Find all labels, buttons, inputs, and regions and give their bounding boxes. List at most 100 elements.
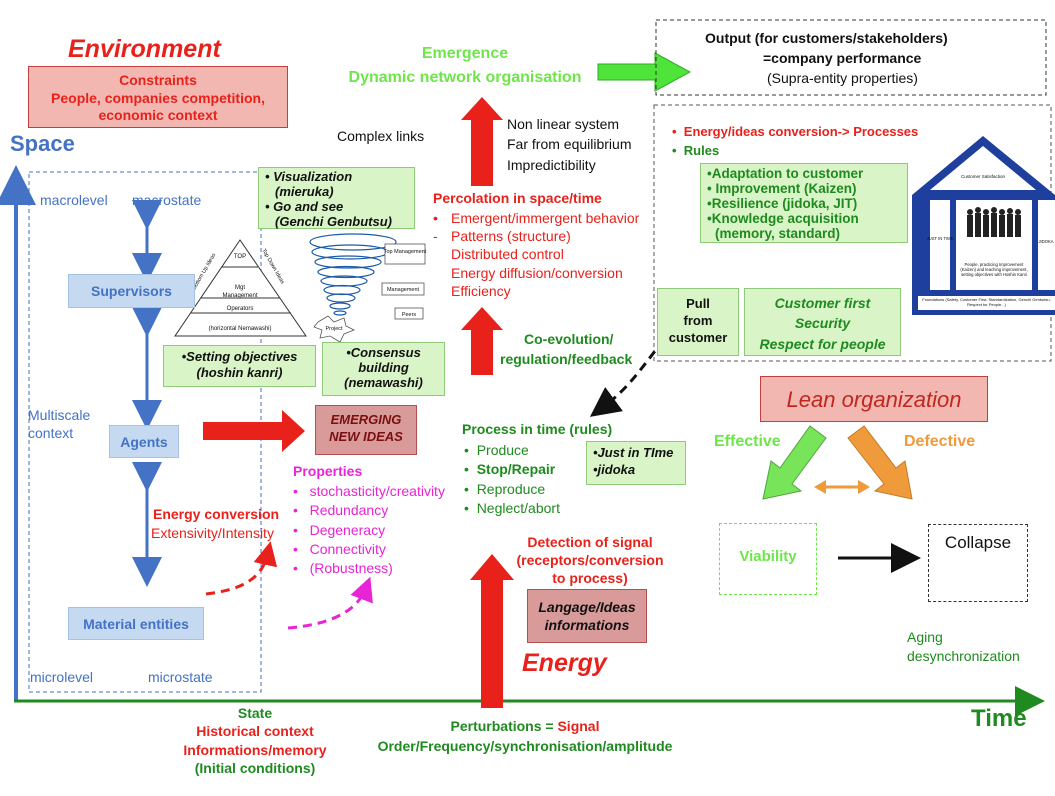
house-foundation-text: Foundations (Safety, Customer First, Sta… bbox=[922, 297, 1051, 307]
pull-line-2: from bbox=[683, 312, 713, 328]
percolation-bullet-2: - bbox=[433, 228, 438, 245]
effective-arrow bbox=[762, 425, 827, 500]
customer-first-box: Customer first Security Respect for peop… bbox=[744, 288, 901, 356]
time-label: Time bbox=[971, 705, 1027, 732]
perturbations-block: Perturbations = Signal Order/Frequency/s… bbox=[350, 717, 700, 756]
emergence-text: Emergence Dynamic network organisation bbox=[330, 42, 600, 90]
aging-text: Aging desynchronization bbox=[907, 628, 1020, 666]
output-line-3: (Supra-entity properties) bbox=[767, 70, 918, 86]
nonlinear-line-3: Impredictibility bbox=[507, 156, 596, 173]
energy-ideas-conversion: • Energy/ideas conversion-> Processes bbox=[672, 124, 919, 139]
microstate-label: microstate bbox=[148, 669, 213, 685]
space-label: Space bbox=[10, 131, 75, 156]
jit-box: •Just in TIme •jidoka bbox=[586, 441, 686, 485]
process-title: Process in time (rules) bbox=[462, 421, 613, 437]
rules-green-box: •Adaptation to customer • Improvement (K… bbox=[700, 163, 908, 243]
process-item-2: Stop/Repair bbox=[476, 461, 556, 478]
complex-links-label: Complex links bbox=[337, 128, 425, 144]
coevolution-line-1: Co-evolution/ bbox=[524, 331, 614, 347]
properties-list: • stochasticity/creativity • Redundancy … bbox=[293, 483, 445, 577]
detection-line-2: (receptors/conversion bbox=[516, 552, 664, 569]
emerging-line-2: NEW IDEAS bbox=[329, 428, 403, 444]
tornado-project: Project bbox=[325, 326, 343, 332]
jit-line-2: •jidoka bbox=[593, 461, 636, 477]
consensus-line-2: building bbox=[358, 359, 409, 375]
people-silhouettes bbox=[967, 207, 1021, 237]
langage-box: Langage/Ideas informations bbox=[527, 589, 647, 643]
energy-ideas-text: Energy/ideas conversion-> Processes bbox=[683, 124, 919, 139]
environment-title: Environment bbox=[68, 35, 221, 63]
property-item-4: Connectivity bbox=[309, 540, 386, 557]
state-block: State Historical context Informations/me… bbox=[140, 704, 370, 778]
effective-label: Effective bbox=[714, 433, 781, 450]
pyramid-horizontal: (horizontal Nemawashi) bbox=[208, 326, 271, 332]
aging-line-1: Aging bbox=[907, 629, 943, 645]
defective-arrow bbox=[847, 425, 913, 500]
emergence-line-1: Emergence bbox=[421, 45, 509, 62]
process-item-3: Reproduce bbox=[476, 480, 546, 497]
rule-item-2: • Improvement (Kaizen) bbox=[707, 181, 857, 197]
pyramid-mgt: Mgt bbox=[235, 285, 245, 291]
output-line-2: =company performance bbox=[763, 50, 922, 66]
pull-feedback-arrow bbox=[589, 316, 687, 417]
pull-box: Pull from customer bbox=[657, 288, 739, 356]
defective-label: Defective bbox=[904, 433, 976, 450]
detection-text: Detection of signal (receptors/conversio… bbox=[515, 533, 665, 588]
lean-house-diagram: Customer Satisfaction JUST IN TIME JIDOK… bbox=[912, 136, 1055, 315]
rule-item-1: •Adaptation to customer bbox=[707, 166, 864, 181]
properties-title: Properties bbox=[293, 463, 363, 479]
signal-label: Signal bbox=[557, 718, 600, 734]
setting-objectives-line-2: (hoshin kanri) bbox=[196, 364, 283, 380]
percolation-item-2: Patterns (structure) bbox=[451, 228, 571, 245]
lean-organization-box: Lean organization bbox=[760, 376, 988, 422]
setting-objectives-box: •Setting objectives (hoshin kanri) bbox=[163, 345, 316, 387]
coevolution-line-2: regulation/feedback bbox=[500, 350, 633, 367]
consensus-line-1: •Consensus bbox=[346, 345, 421, 360]
macrostate-label: macrostate bbox=[132, 192, 202, 208]
pyramid-management: Management bbox=[222, 293, 257, 299]
pyramid-operators: Operators bbox=[227, 306, 254, 312]
pull-line-1: Pull bbox=[686, 296, 710, 311]
house-left-pillar: JUST IN TIME bbox=[927, 236, 954, 241]
energy-label: Energy bbox=[522, 649, 607, 677]
pull-line-3: customer bbox=[668, 329, 728, 345]
house-roof-text: Customer Satisfaction bbox=[961, 174, 1006, 179]
nonlinear-line-1: Non linear system bbox=[507, 116, 620, 132]
output-panel bbox=[655, 19, 1047, 96]
constraints-line-3: economic context bbox=[98, 107, 218, 123]
agents-to-ideas-arrow bbox=[203, 410, 305, 452]
rule-item-5: (memory, standard) bbox=[715, 226, 841, 242]
order-frequency-line: Order/Frequency/synchronisation/amplitud… bbox=[377, 737, 673, 754]
energy-dashed-arrow bbox=[205, 541, 278, 596]
material-entities-box: Material entities bbox=[68, 607, 204, 640]
rules-text: Rules bbox=[683, 143, 720, 158]
supervisors-box: Supervisors bbox=[68, 274, 195, 308]
multiscale-line-1: Multiscale bbox=[28, 407, 91, 423]
emerging-line-1: EMERGING bbox=[330, 412, 402, 427]
visualization-item: Visualization bbox=[273, 169, 353, 184]
energy-conversion-label: Energy conversion bbox=[153, 506, 280, 522]
tornado-diagram: Top Management Management Peers Project bbox=[309, 233, 427, 343]
emergence-line-2: Dynamic network organisation bbox=[348, 69, 582, 86]
properties-dashed-arrow bbox=[287, 576, 373, 630]
coevolution-up-arrow bbox=[461, 307, 503, 375]
customer-first-line-2: Security bbox=[794, 315, 851, 332]
percolation-item-1: Emergent/immergent behavior bbox=[451, 210, 640, 226]
property-item-5: (Robustness) bbox=[309, 560, 393, 577]
percolation-bullet-1: • bbox=[433, 210, 438, 226]
property-item-3: Degeneracy bbox=[309, 521, 386, 538]
percolation-list: • Emergent/immergent behavior -Patterns (… bbox=[433, 209, 639, 300]
constraints-line-1: Constraints bbox=[119, 72, 197, 88]
consensus-box: •Consensus building (nemawashi) bbox=[322, 342, 445, 396]
property-item-2: Redundancy bbox=[309, 502, 389, 519]
customer-first-line-1: Customer first bbox=[774, 295, 871, 311]
rule-item-4: •Knowledge acquisition bbox=[707, 211, 859, 227]
extensivity-label: Extensivity/Intensity bbox=[151, 525, 274, 541]
go-and-see-item: Go and see bbox=[273, 198, 344, 214]
microlevel-label: microlevel bbox=[30, 669, 94, 685]
setting-objectives-line-1: •Setting objectives bbox=[181, 349, 298, 364]
genchi-item: (Genchi Genbutsu) bbox=[275, 213, 392, 229]
detection-line-1: Detection of signal bbox=[527, 534, 653, 550]
jit-line-1: •Just in TIme bbox=[593, 445, 674, 460]
